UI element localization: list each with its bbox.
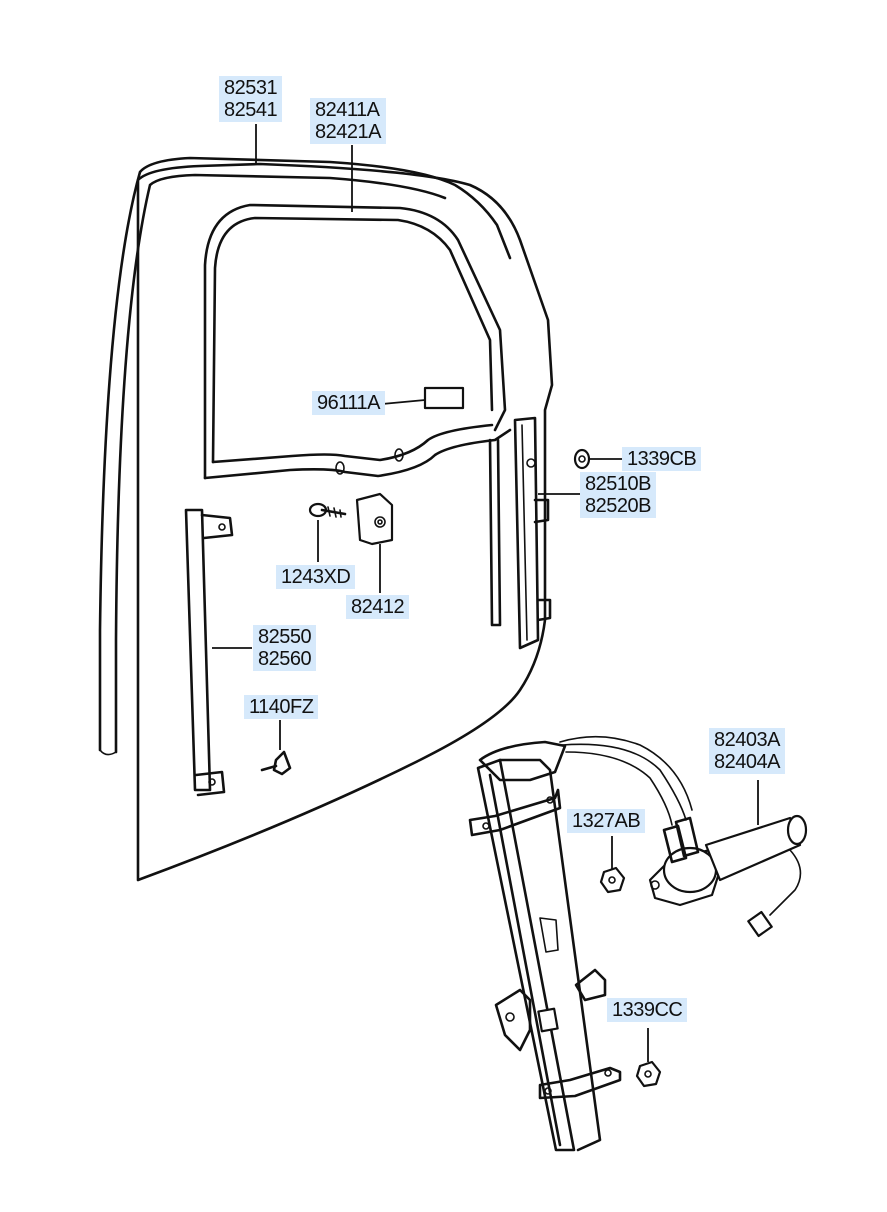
clip-nut [573,448,591,470]
part-number: 82412 [351,596,405,618]
nut-1339cc [635,1060,662,1088]
part-number: 82403A [714,729,780,751]
screw-1243xd [308,502,347,518]
leader-lines [212,124,759,1062]
part-number: 1243XD [281,566,351,588]
rear-lower-channel [513,416,552,650]
part-label-82412[interactable]: 82412 [346,595,410,619]
part-number: 82411A [315,99,380,121]
part-label-1243xd[interactable]: 1243XD [276,565,356,589]
door-weatherstrip [98,156,512,756]
glass-bracket [355,492,394,546]
part-number: 82421A [315,121,381,143]
part-number: 82520B [585,495,651,517]
part-number: 82560 [258,648,312,670]
bolt-1140fz [260,750,292,776]
part-number: 82541 [224,99,278,121]
glass-label-sticker [423,386,465,410]
part-number: 82531 [224,77,278,99]
part-label-1339cc[interactable]: 1339CC [607,998,688,1022]
part-number: 1339CB [627,448,697,470]
part-label-1327ab[interactable]: 1327AB [567,809,646,833]
part-number: 82510B [585,473,651,495]
part-number: 82550 [258,626,312,648]
glass-run-channel [203,203,512,627]
nut-1327ab [599,866,626,894]
regulator-cables [559,735,693,826]
part-number: 1327AB [572,810,641,832]
window-regulator [468,740,622,1152]
front-lower-channel [184,508,234,797]
part-label-1339cb[interactable]: 1339CB [622,447,702,471]
part-number: 96111A [317,392,381,414]
part-number: 82404A [714,751,780,773]
regulator-motor [648,814,808,938]
part-number: 1140FZ [249,696,314,718]
part-label-96111a[interactable]: 96111A [312,391,385,415]
part-label-1140fz[interactable]: 1140FZ [244,695,319,719]
part-number: 1339CC [612,999,683,1021]
